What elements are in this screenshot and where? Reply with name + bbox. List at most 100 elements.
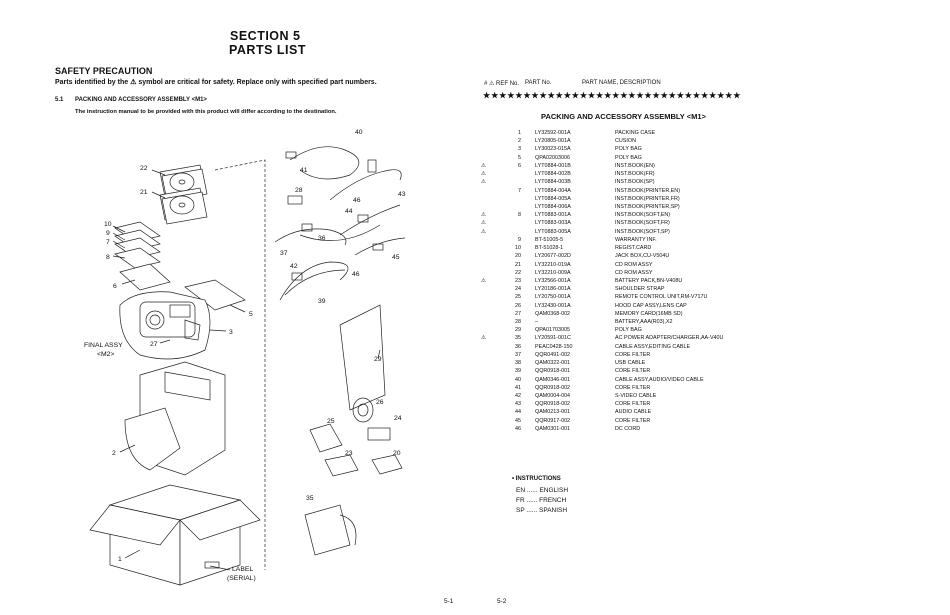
- part-name: HOOD CAP ASSY,LENS CAP: [615, 302, 687, 309]
- instructions-heading: • INSTRUCTIONS: [512, 476, 561, 482]
- ref-no: 43: [515, 401, 521, 408]
- ref-no: 35: [515, 335, 521, 342]
- label-serial-1: LABEL: [232, 566, 253, 573]
- instructions-list: EN ...... ENGLISH FR ...... FRENCH SP ..…: [516, 486, 568, 517]
- safety-mark: [481, 302, 493, 310]
- ref-no: 8: [518, 212, 521, 219]
- table-row: 28–BATTERY,AAA(R03),X2: [481, 318, 765, 326]
- strap-24: [367, 427, 391, 441]
- part-no: LY20677-002D: [535, 253, 571, 260]
- safety-mark: [481, 129, 493, 137]
- ref-no: 27: [515, 310, 521, 317]
- ref-no: [493, 228, 535, 236]
- safety-mark: [481, 400, 493, 408]
- part-no: QPA01703005: [535, 327, 570, 334]
- instruction-en: EN ...... ENGLISH: [516, 487, 569, 494]
- callout-20: 20: [393, 450, 401, 457]
- av-cable-40: [279, 261, 349, 301]
- ref-no: [493, 178, 535, 186]
- callout-10: 10: [104, 221, 112, 228]
- editing-cable-36: [274, 223, 347, 246]
- cd-rom-21: [159, 187, 208, 225]
- ref-no: 3: [518, 146, 521, 153]
- safety-mark: [481, 269, 493, 277]
- part-no: LY20750-001A: [535, 294, 571, 301]
- subsection-title: PACKING AND ACCESSORY ASSEMBLY <M1>: [75, 97, 207, 103]
- column-name-header: PART NAME, DESCRIPTION: [582, 80, 661, 86]
- part-name: REGIST.CARD: [615, 245, 652, 252]
- ref-no: 39: [515, 368, 521, 375]
- part-no: LY20186-001A: [535, 286, 571, 293]
- manual-stack: [114, 221, 171, 291]
- callout-43: 44: [345, 208, 353, 215]
- ref-no: [493, 219, 535, 227]
- safety-mark: [481, 417, 493, 425]
- callout-2: 2: [112, 450, 116, 457]
- callout-6: 6: [113, 283, 117, 290]
- safety-mark: ⚠: [481, 179, 486, 186]
- callout-24: 24: [394, 415, 402, 422]
- callout-3: 3: [229, 329, 233, 336]
- final-assy-label: FINAL ASSY: [84, 342, 123, 349]
- part-no: LY32592-001A: [535, 130, 571, 136]
- part-name: AC POWER ADAPTER/CHARGER,AA-V40U: [615, 335, 724, 342]
- safety-mark: [481, 285, 493, 293]
- part-name: CORE FILTER: [615, 417, 651, 424]
- part-name: USB CABLE: [615, 360, 646, 367]
- part-name: INST.BOOK(SP): [615, 179, 655, 186]
- safety-mark: [481, 244, 493, 252]
- camcorder-final-assy: [119, 291, 211, 360]
- part-no: LYT0884-001B: [535, 162, 571, 169]
- part-no: LYT0884-003B: [535, 179, 571, 186]
- battery-pack-23: [324, 454, 359, 477]
- part-name: INST.BOOK(EN): [615, 162, 655, 169]
- ref-no: 38: [515, 360, 521, 367]
- part-name: WARRANTY INF.: [615, 236, 657, 243]
- battery-28: [287, 195, 303, 205]
- ref-no: 7: [518, 187, 521, 194]
- callout-28: 28: [295, 187, 303, 194]
- safety-mark: [481, 236, 493, 244]
- part-name: CD ROM ASSY: [615, 261, 653, 268]
- part-name: SHOULDER STRAP: [615, 286, 665, 293]
- packing-case-1: [89, 484, 261, 586]
- ref-no: 36: [515, 343, 521, 350]
- poly-bag-29: [339, 304, 386, 411]
- safety-mark: [481, 384, 493, 392]
- part-no: QAM0301-001: [535, 425, 571, 432]
- table-row: ⚠ LYT0883-003A INST.BOOK(SOFT,FR): [481, 219, 765, 227]
- part-no: LY32566-001A: [535, 277, 571, 284]
- safety-mark: [481, 137, 493, 145]
- part-no: LYT0884-002B: [535, 171, 571, 178]
- callout-labels: 22 21 10 9 7 8 6 5 3 27 2 1 40 41 28 46 …: [84, 129, 406, 582]
- ref-no: 2: [518, 138, 521, 145]
- part-no: BT-51005-5: [535, 236, 564, 243]
- ref-no: 23: [515, 277, 521, 284]
- hood-cap-26: [352, 397, 374, 423]
- callout-9: 9: [106, 230, 110, 237]
- part-name: MEMORY CARD(16MB SD): [615, 310, 683, 317]
- part-no: LY32210-019A: [535, 261, 571, 268]
- part-no: LYT0883-003A: [535, 220, 571, 227]
- part-no: LY30023-015A: [535, 146, 571, 153]
- safety-mark: ⚠: [481, 220, 486, 227]
- part-name: DC CORD: [615, 425, 641, 432]
- part-no: QQR0918-002: [535, 384, 571, 391]
- ref-no: 5: [518, 154, 521, 161]
- part-no: LYT0884-005A: [535, 195, 571, 202]
- part-name: INST.BOOK(SOFT,SP): [615, 228, 670, 235]
- subsection-note: The instruction manual to be provided wi…: [75, 109, 337, 115]
- callout-40: 39: [318, 298, 326, 305]
- part-name: INST.BOOK(SOFT,FR): [615, 220, 670, 227]
